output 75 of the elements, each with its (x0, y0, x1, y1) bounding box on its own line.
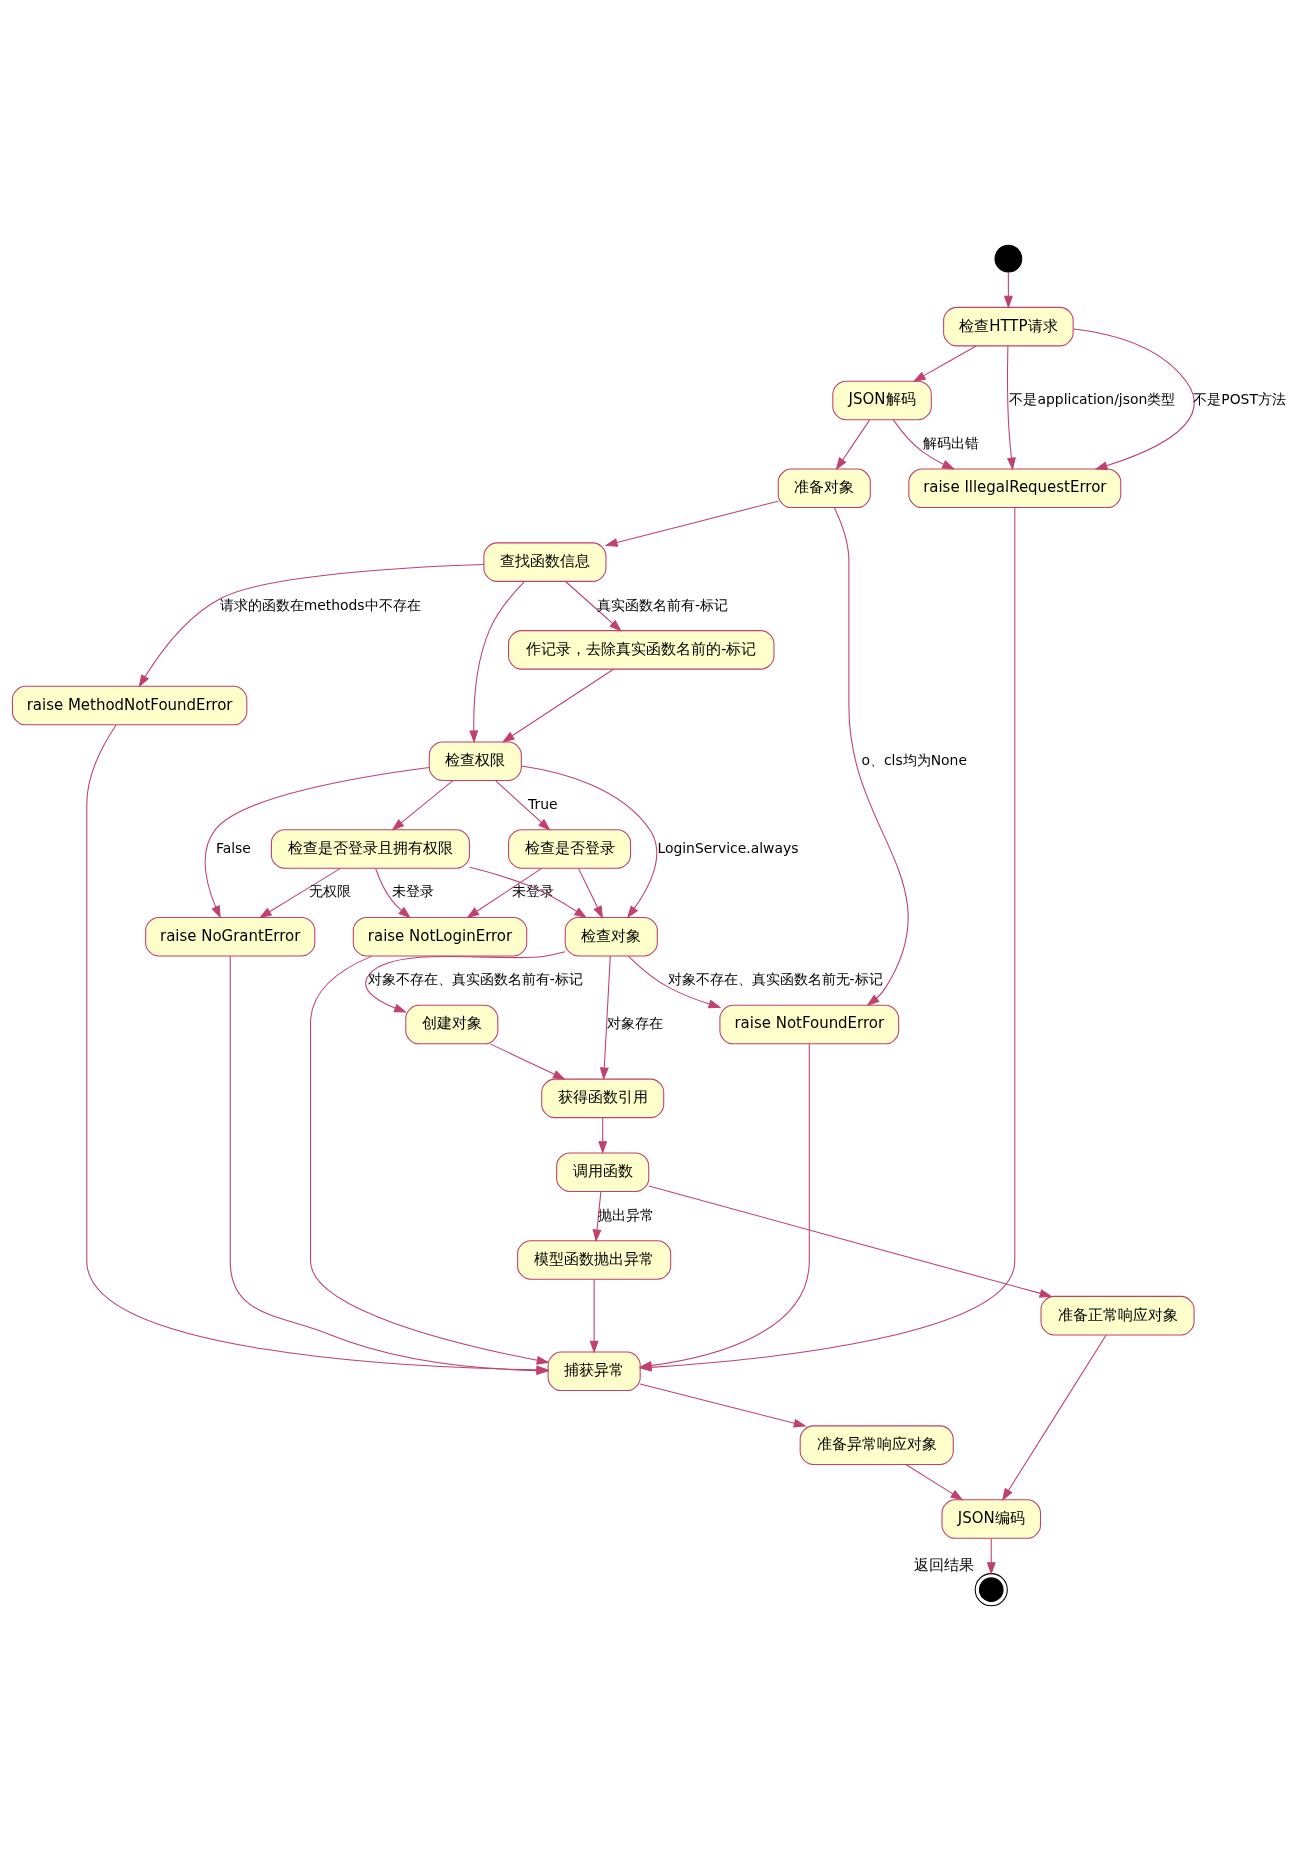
node-box: raise NotLoginError (352, 916, 528, 957)
edge-label: 对象不存在、真实函数名前有-标记 (367, 971, 583, 988)
node-box: JSON编码 (941, 1499, 1042, 1539)
arrow (648, 1185, 1053, 1298)
arrow (627, 955, 722, 1009)
edge-label: 不是POST方法 (1193, 391, 1286, 408)
arrow (905, 1464, 964, 1501)
edge-label: 未登录 (511, 883, 554, 900)
arrow (1006, 345, 1016, 471)
arrow (391, 780, 454, 831)
edge-label: 无权限 (309, 883, 352, 900)
arrow (639, 1383, 807, 1428)
arrow (501, 668, 614, 743)
node-box: JSON解码 (832, 380, 932, 421)
arrow (833, 507, 909, 1007)
node-box: raise IllegalRequestError (908, 468, 1122, 509)
arrow (1072, 328, 1195, 470)
arrow (365, 951, 566, 1013)
arrow (589, 1279, 599, 1354)
node-box: 作记录，去除真实函数名前的-标记 (507, 630, 775, 670)
edge-label: False (215, 839, 251, 856)
edge-label: 不是application/json类型 (1009, 391, 1176, 408)
arrow (578, 868, 604, 919)
arrow (489, 1043, 566, 1080)
node-box: 准备对象 (777, 468, 871, 509)
arrow (598, 1117, 608, 1155)
node-box: 模型函数抛出异常 (517, 1240, 672, 1280)
node-box: 检查对象 (564, 916, 658, 957)
arrow (466, 867, 543, 919)
node-box: 检查是否登录 (507, 829, 632, 869)
edge-label: 未登录 (391, 883, 434, 900)
arrow (309, 955, 550, 1365)
arrow (521, 765, 658, 919)
arrow (1003, 271, 1013, 309)
node-box: 捕获异常 (547, 1351, 641, 1392)
edge-label: 对象存在 (606, 1015, 663, 1032)
node-box: 准备正常响应对象 (1040, 1295, 1195, 1336)
edge-label: 对象不存在、真实函数名前无-标记 (667, 971, 883, 988)
node-box: 创建对象 (405, 1004, 499, 1045)
node-box: 检查是否登录且拥有权限 (270, 829, 470, 869)
arrow (604, 500, 779, 547)
arrow (469, 580, 526, 744)
edge-label: 真实函数名前有-标记 (597, 596, 729, 613)
edge-label: 解码出错 (922, 435, 979, 452)
node-box: raise NotFoundError (719, 1004, 900, 1045)
edge-label: LoginService.always (657, 839, 799, 856)
arrow (258, 867, 341, 919)
node-box: 查找函数信息 (483, 542, 607, 582)
node-box: 调用函数 (556, 1152, 650, 1193)
node-box: 获得函数引用 (541, 1078, 665, 1119)
node-circle (974, 1573, 1008, 1607)
arrow (375, 868, 412, 919)
arrow (469, 866, 588, 919)
arrow (912, 345, 977, 382)
edge-label: True (527, 795, 558, 812)
arrow (986, 1537, 996, 1576)
edge-label: 抛出异常 (598, 1206, 655, 1223)
arrow (204, 766, 430, 919)
arrow (495, 780, 551, 831)
node-box: raise MethodNotFoundError (11, 685, 248, 726)
arrow (592, 1191, 602, 1243)
arrow (835, 419, 871, 471)
arrow (1001, 1334, 1107, 1501)
node-box: 准备异常响应对象 (799, 1425, 954, 1465)
node-label: 返回结果 (914, 1555, 975, 1574)
node-box: 检查权限 (428, 741, 522, 781)
arrow (565, 581, 622, 632)
node-box: raise NoGrantError (145, 916, 316, 957)
arrow (599, 955, 611, 1081)
arrow (138, 564, 485, 688)
arrow (892, 419, 955, 470)
edge-label: 请求的函数在methods中不存在 (219, 596, 421, 613)
node-circle (994, 244, 1023, 273)
node-box: 检查HTTP请求 (943, 306, 1074, 347)
edge-label: o、cls均为None (861, 751, 967, 768)
